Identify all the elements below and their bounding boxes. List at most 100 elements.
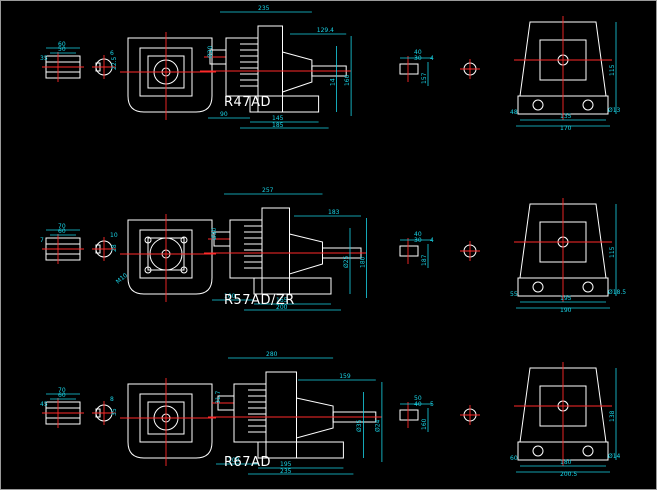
dimension-label: 6 (110, 50, 114, 57)
dimension-label: 40 (414, 49, 422, 56)
dimension-label: Ø35 (356, 419, 363, 432)
base-foot (257, 441, 344, 459)
dimension-label: 135 (560, 113, 572, 120)
dimension-label: 115 (609, 64, 616, 76)
model-title: R67AD (224, 455, 271, 470)
dimension-label: 100 (228, 457, 240, 464)
dimension-label: 31.7 (215, 390, 222, 404)
dimension-label: 60 (58, 41, 66, 48)
front-view-housing (127, 37, 213, 113)
dimension-label: 145 (272, 115, 284, 122)
shaft-key-section (399, 63, 419, 75)
dimension-label: 138 (609, 410, 616, 422)
dimension-label: 115 (609, 246, 616, 258)
dimension-label: 30 (414, 237, 422, 244)
dimension-label: 235 (258, 5, 270, 12)
dimension-label: Ø30 (211, 227, 218, 240)
dimension-label: 100 (224, 293, 236, 300)
shaft-key-section (399, 409, 419, 421)
motor-flange (265, 371, 297, 459)
gear-housing (229, 219, 263, 279)
front-view-housing (127, 219, 213, 295)
dimension-label: 4 (430, 55, 434, 62)
dimension-label: Ø14 (608, 453, 621, 460)
dimension-label: 190 (560, 307, 572, 314)
foot-hole (532, 445, 544, 457)
dimension-label: 195 (560, 295, 572, 302)
dimension-label: 183 (328, 209, 340, 216)
bolt-hole (180, 266, 188, 274)
dimension-label: 200.5 (560, 471, 577, 478)
dimension-label: 48 (510, 109, 518, 116)
model-title: R47AD (224, 95, 271, 110)
dimension-label: Ø24 (374, 419, 381, 432)
dimension-label: Ø13 (608, 107, 621, 114)
dimension-label: 35 (111, 408, 118, 416)
dimension-label: 70 (58, 387, 66, 394)
dimension-label: 5 (430, 401, 434, 408)
shaft-key-section (399, 245, 419, 257)
base-foot (249, 95, 320, 113)
base-foot (253, 277, 332, 295)
dimension-label: Ø18.5 (608, 289, 626, 296)
dimension-label: 7 (40, 237, 44, 244)
dimension-label: 30 (414, 55, 422, 62)
dimension-label: 8 (110, 396, 114, 403)
dimension-label: 45 (40, 401, 48, 408)
dimension-label: 235 (280, 468, 292, 475)
dimension-label: 60 (58, 392, 66, 399)
dimension-label: 50 (414, 395, 422, 402)
gear-housing (233, 383, 267, 443)
dimension-label: 60 (58, 228, 66, 235)
dimension-label: Ø20 (207, 45, 214, 58)
dimension-label: 60 (510, 455, 518, 462)
dimension-label: 160 (344, 74, 351, 86)
dimension-label: 200 (276, 304, 288, 311)
dimension-label: 40 (414, 401, 422, 408)
dimension-label: 160 (421, 418, 428, 430)
bolt-hole (144, 236, 152, 244)
dimension-label: 159 (339, 373, 351, 380)
foot-hole (582, 281, 594, 293)
dimension-label: 10 (110, 232, 118, 239)
dimension-label: 22.5 (111, 56, 118, 70)
dimension-label: 129.4 (317, 27, 334, 34)
dimension-label: 90 (220, 111, 228, 118)
dimension-label: Ø25 (343, 255, 350, 268)
foot-hole (532, 99, 544, 111)
model-title: R57AD/ZR (224, 293, 295, 308)
dimension-label: 187 (421, 254, 428, 266)
dimension-label: 180 (359, 256, 366, 268)
input-cone (296, 397, 334, 439)
dimension-label: 280 (266, 351, 278, 358)
dimension-label: 28 (111, 244, 118, 252)
dimension-label: 14 (329, 78, 336, 86)
input-cone (289, 233, 323, 275)
dimension-label: 40 (414, 231, 422, 238)
foot-hole (532, 281, 544, 293)
dimension-label: 70 (58, 223, 66, 230)
foot-hole (582, 99, 594, 111)
gear-housing (225, 37, 259, 97)
dimension-label: 185 (272, 122, 284, 129)
dimension-label: 35 (40, 55, 48, 62)
dimension-label: 195 (280, 461, 292, 468)
dimension-label: 4 (430, 237, 434, 244)
bolt-hole (180, 236, 188, 244)
dimension-label: 170 (560, 125, 572, 132)
input-cone (282, 51, 313, 93)
dimension-label: 165 (276, 297, 288, 304)
dimension-label: 257 (262, 187, 274, 194)
foot-hole (582, 445, 594, 457)
motor-flange (261, 207, 290, 295)
dimension-label: 50 (58, 46, 66, 53)
dimension-label: 157 (421, 72, 428, 84)
dimension-label: M10 (115, 272, 129, 286)
bolt-hole (144, 266, 152, 274)
front-view-housing (127, 383, 213, 459)
dimension-label: 180 (560, 459, 572, 466)
